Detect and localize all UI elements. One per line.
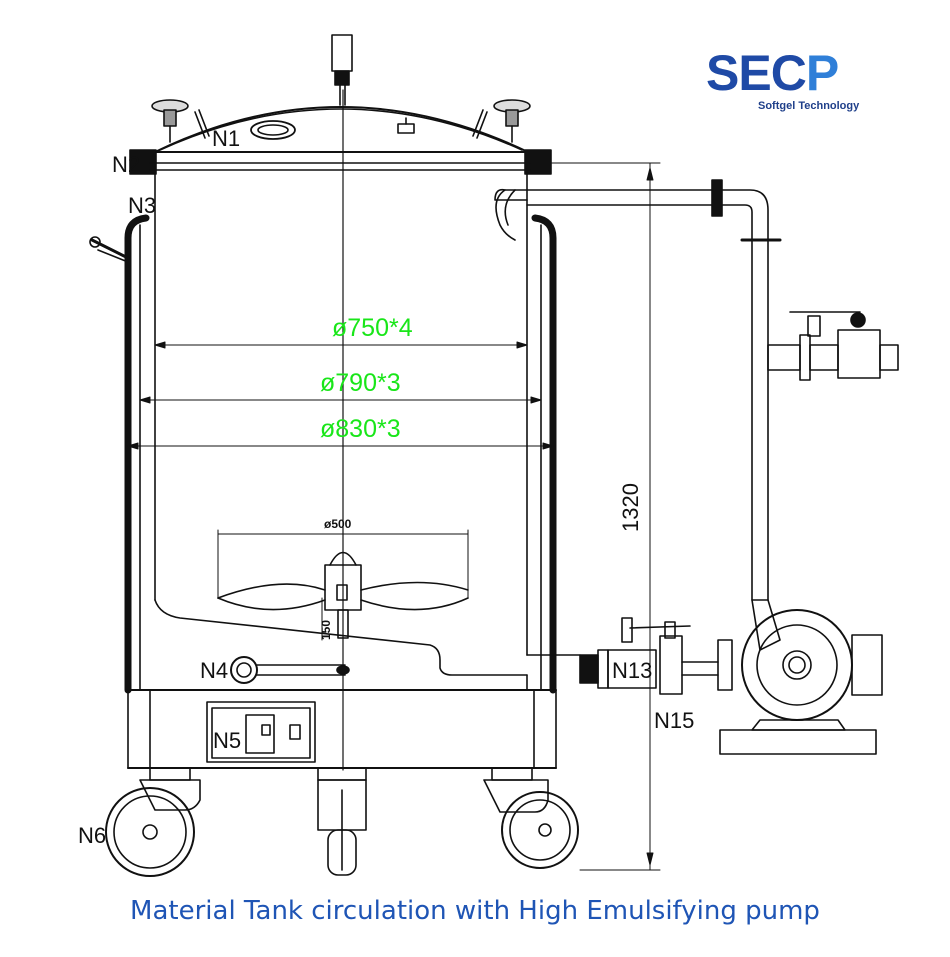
caster-left (105, 767, 201, 877)
shell-dim-lines (127, 341, 554, 450)
secp-logo: SECP Softgel Technology (706, 48, 886, 118)
tank-body (124, 89, 581, 771)
label-n6: N6 (78, 823, 106, 848)
label-agitator-dia: ø500 (324, 517, 352, 531)
logo-wordmark: SECP (706, 45, 839, 101)
label-agitator-height: 150 (319, 620, 333, 640)
label-n1: N1 (212, 126, 240, 151)
agitator (217, 551, 469, 639)
lid-clamp-right (472, 99, 531, 143)
dim-d3: ø830*3 (320, 415, 401, 443)
dim-d1: ø750*4 (332, 314, 413, 342)
tank-lid (129, 106, 552, 175)
emulsifying-pump (717, 599, 883, 755)
figure-caption: Material Tank circulation with High Emul… (130, 896, 820, 926)
pipe-side-valve (767, 311, 899, 381)
label-n3: N3 (128, 193, 156, 218)
outlet-valve-n13 (579, 617, 719, 695)
logo-word-accent: P (805, 45, 839, 101)
agitator-motor (331, 34, 353, 106)
caster-center (317, 767, 367, 876)
label-n2: N2 (112, 152, 140, 177)
lid-clamp-left (151, 99, 210, 143)
label-n15: N15 (654, 708, 694, 733)
label-n13: N13 (612, 658, 652, 683)
label-n5: N5 (213, 728, 241, 753)
control-box-n5 (206, 701, 316, 763)
nozzle-n4 (230, 656, 350, 684)
logo-subtitle: Softgel Technology (758, 100, 860, 112)
label-n4: N4 (200, 658, 228, 683)
caster-right (483, 767, 579, 869)
side-valve-n3 (89, 236, 130, 263)
label-tank-height: 1320 (618, 483, 643, 532)
height-dim (519, 162, 661, 871)
logo-word-main: SEC (706, 45, 807, 101)
agitator-dim-lines (217, 529, 469, 641)
return-pipe (494, 179, 782, 601)
dim-d2: ø790*3 (320, 369, 401, 397)
